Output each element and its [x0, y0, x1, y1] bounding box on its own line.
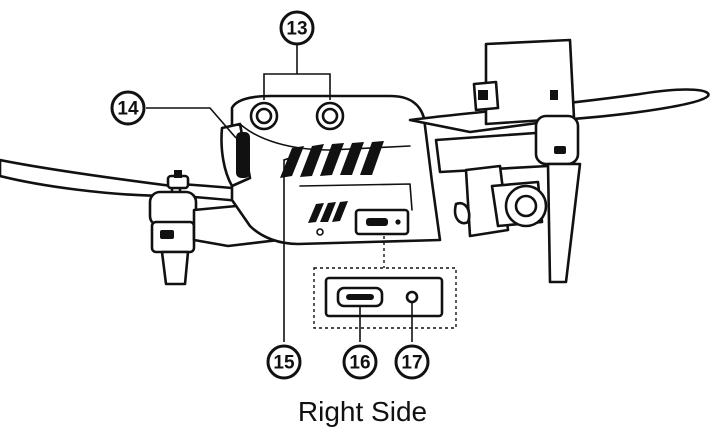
- callout-17: 17: [394, 344, 430, 380]
- air-vent-icon: [280, 141, 384, 178]
- right-rear-assembly: [408, 38, 710, 284]
- callout-14: 14: [110, 90, 146, 126]
- lower-vent-icon: [308, 201, 348, 223]
- callout-16-label: 16: [349, 353, 370, 374]
- leader-lines: [146, 44, 413, 342]
- callout-14-label: 14: [117, 99, 139, 120]
- link-button-icon: [405, 290, 419, 304]
- callout-17-label: 17: [401, 353, 422, 374]
- callout-13-label: 13: [286, 19, 307, 40]
- diagram-caption: Right Side: [297, 396, 428, 427]
- callout-15: 15: [266, 344, 302, 380]
- callout-16: 16: [342, 344, 378, 380]
- top-sensors: [249, 101, 345, 131]
- callout-15-label: 15: [273, 353, 295, 374]
- port-detail: [313, 236, 457, 329]
- callout-13: 13: [279, 10, 315, 46]
